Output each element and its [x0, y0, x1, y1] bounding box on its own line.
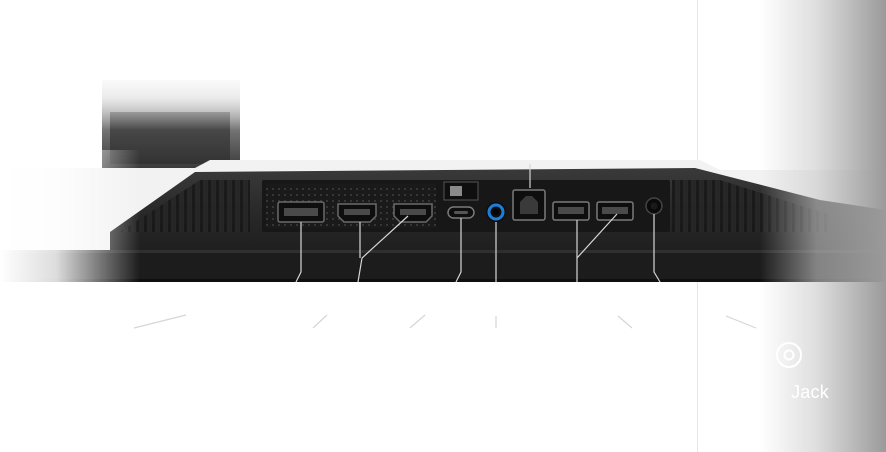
- port-displayport-1: [277, 201, 325, 223]
- leader-lines: [133, 164, 757, 329]
- port-displayport-2: [552, 201, 590, 221]
- port-usb-c: [447, 206, 475, 219]
- port-displayport-3: [596, 201, 634, 221]
- port-usb-b: [512, 189, 546, 221]
- left-fade-overlay: [0, 150, 140, 290]
- callout-label-jack: Jack: [791, 382, 829, 402]
- port-audio-in: [486, 202, 506, 222]
- right-fade-overlay: [760, 0, 886, 452]
- power-switch-icon: [443, 181, 479, 201]
- stand-fade-overlay: [96, 60, 246, 130]
- callout-jack[interactable]: Jack: [770, 338, 870, 408]
- port-headphone: [645, 197, 663, 215]
- port-hdmi-2: [393, 203, 433, 223]
- port-hdmi-1: [337, 203, 377, 223]
- headphone-jack-icon: [776, 342, 802, 368]
